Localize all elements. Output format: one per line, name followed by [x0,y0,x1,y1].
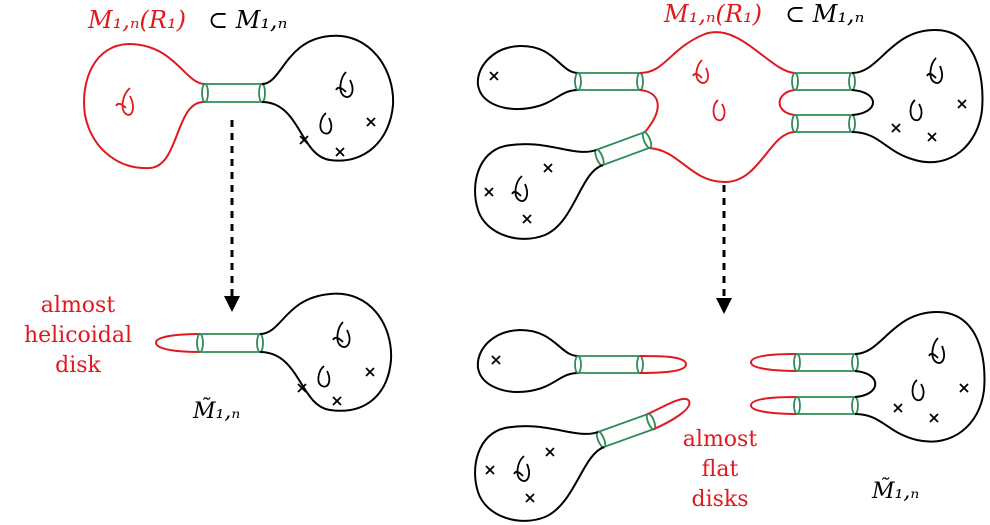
bottom-left-surface [155,292,393,412]
tr-neck-right-bottom [791,114,856,133]
top-left-black-label: ⊂ M₁,ₙ [208,6,287,34]
top-right-surface [474,28,984,240]
top-left-surface [83,34,395,170]
left-dashed-arrow [224,120,240,312]
tr-red-center-mid-left [639,89,659,133]
br-neck-diagonal [595,412,657,449]
helicoidal-disk [155,333,201,353]
br-flat-disk-4 [750,396,798,415]
left-black-lobe [261,34,395,162]
br-left-bottom-lobe [474,425,605,522]
tr-neck-diagonal [594,131,653,167]
left-top-neck [201,83,266,103]
tr-red-handle-2 [712,99,726,122]
bottom-left-m-label: M̃₁,ₙ [192,398,240,424]
tr-left-bottom-lobe [474,143,604,240]
br-neck-left-top [574,355,644,374]
br-flat-disk-1 [639,355,687,374]
bottom-left-black-lobe [259,292,393,412]
bottom-right-surface [474,310,986,522]
br-neck-right-top [793,353,859,372]
left-black-handle-2 [319,112,333,135]
tr-neck-left-top [574,72,644,91]
top-right-red-label: M₁,ₙ(R₁) [663,0,762,28]
left-red-lobe [83,42,206,170]
left-black-handle-1 [335,71,354,98]
almost-flat-line3: disks [691,487,748,512]
tr-red-center-right-gap [778,89,796,116]
top-right-black-label: ⊂ M₁,ₙ [785,0,864,28]
bottom-left-handle-2 [317,365,331,388]
tr-left-top-lobe [476,44,579,110]
br-flat-disk-2 [647,397,691,430]
left-red-handle [115,87,134,116]
tr-red-handle-1 [692,59,709,84]
br-neck-right-bottom [793,396,859,415]
top-left-red-label: M₁,ₙ(R₁) [87,6,186,34]
almost-flat-line2: flat [702,457,739,482]
bottom-left-puncture-marks [297,367,375,406]
almost-helicoidal-line3: disk [55,353,101,378]
tr-red-center-top [639,31,796,74]
tr-neck-right-top [791,72,856,91]
almost-helicoidal-line1: almost [41,293,116,318]
br-right-lobe [854,310,986,443]
tr-red-center-bottom [648,131,796,184]
right-dashed-arrow [716,185,732,314]
bottom-left-handle-1 [332,321,351,348]
almost-flat-line1: almost [683,427,758,452]
left-top-puncture-marks [299,117,376,157]
bottom-left-neck [196,333,264,353]
br-flat-disk-3 [750,353,798,372]
almost-helicoidal-line2: helicoidal [24,323,132,348]
br-left-top-lobe [476,328,579,393]
tr-right-lobe [851,28,984,164]
bottom-right-m-label: M̃₁,ₙ [871,478,919,504]
